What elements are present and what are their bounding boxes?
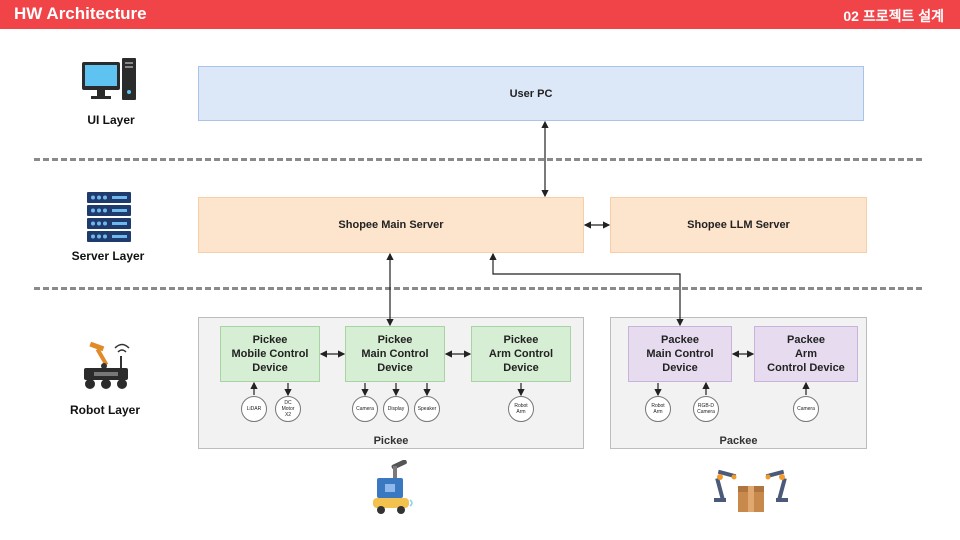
pickee-camera-peripheral: Camera (352, 396, 378, 422)
layer-divider-ui-server (34, 158, 922, 161)
packee-camera-peripheral: Camera (793, 396, 819, 422)
packee-rgbd-camera-peripheral: RGB-D Camera (693, 396, 719, 422)
pickee-robot-illustration-icon (371, 459, 417, 521)
pickee-dc-motor-peripheral: DC Motor X2 (275, 396, 301, 422)
pickee-mobile-control-device: Pickee Mobile Control Device (220, 326, 320, 382)
pickee-robot-arm-peripheral: Robot Arm (508, 396, 534, 422)
layer-divider-server-robot (34, 287, 922, 290)
packee-main-control-device: Packee Main Control Device (628, 326, 732, 382)
header-bar: HW Architecture 02 프로젝트 설계 (0, 0, 960, 29)
layer-label-robot: Robot Layer (69, 403, 140, 417)
pickee-main-control-device: Pickee Main Control Device (345, 326, 445, 382)
shopee-llm-server-node: Shopee LLM Server (610, 197, 867, 253)
pickee-group-label: Pickee (373, 435, 409, 447)
layer-label-server: Server Layer (71, 249, 145, 263)
packee-robot-illustration-icon (710, 464, 792, 519)
desktop-computer-icon (80, 56, 138, 109)
layer-label-ui: UI Layer (87, 113, 135, 127)
packee-arm-control-device: Packee Arm Control Device (754, 326, 858, 382)
page-title: HW Architecture (14, 4, 147, 23)
pickee-arm-control-device: Pickee Arm Control Device (471, 326, 571, 382)
packee-group-label: Packee (719, 435, 758, 447)
mobile-robot-arm-icon (80, 341, 132, 397)
user-pc-node: User PC (198, 66, 864, 121)
pickee-lidar-peripheral: LiDAR (241, 396, 267, 422)
pickee-speaker-peripheral: Speaker (414, 396, 440, 422)
shopee-main-server-node: Shopee Main Server (198, 197, 584, 253)
pickee-display-peripheral: Display (383, 396, 409, 422)
packee-robot-arm-peripheral: Robot Arm (645, 396, 671, 422)
server-rack-icon (86, 191, 132, 248)
section-title: 02 프로젝트 설계 (843, 8, 944, 24)
